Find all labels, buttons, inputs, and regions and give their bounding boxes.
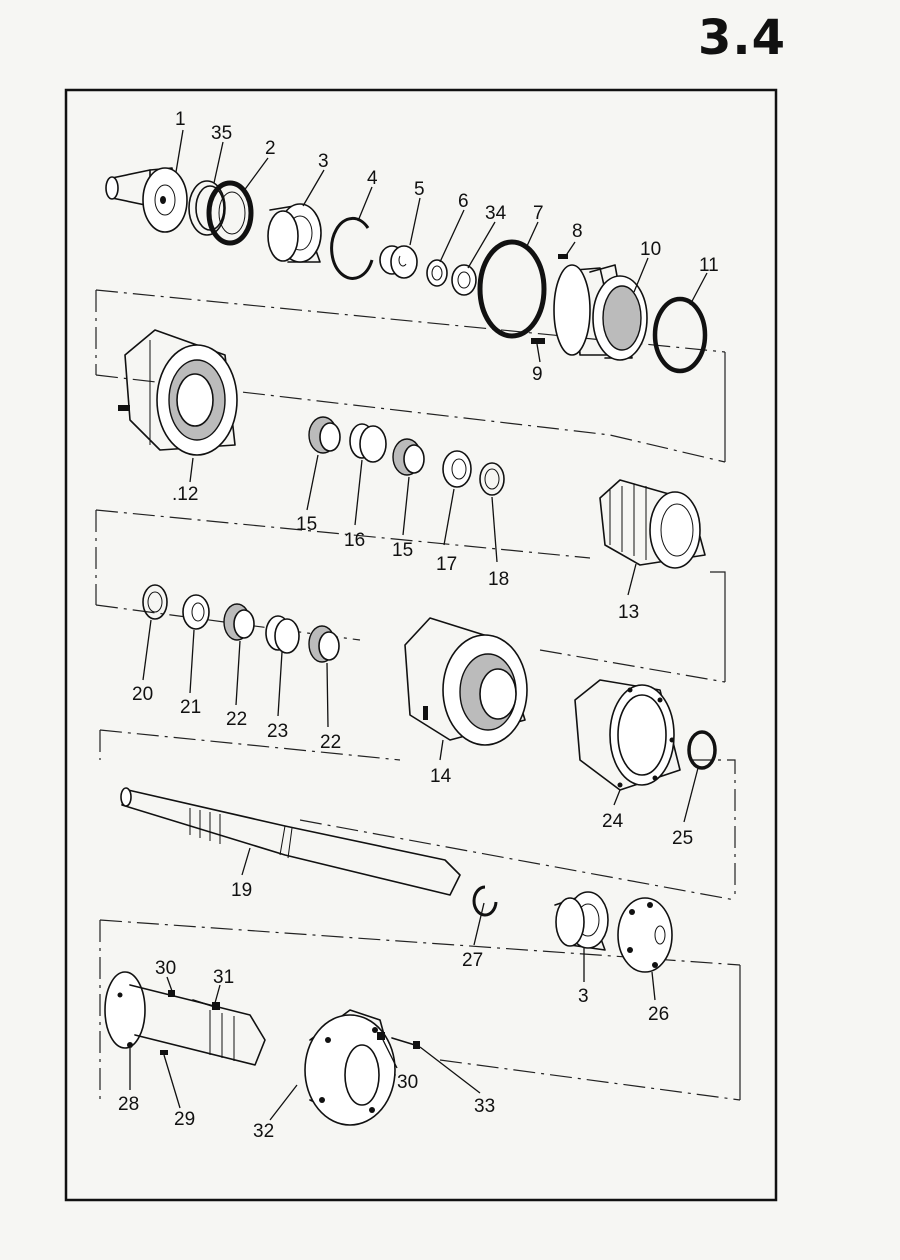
callout-33: 33 — [474, 1096, 495, 1117]
part-15-needle-bearing-b — [392, 438, 425, 476]
part-29-pin — [160, 1050, 168, 1055]
callout-1: 1 — [175, 109, 186, 130]
callout-34: 34 — [485, 203, 507, 224]
callout-3b: 3 — [578, 986, 589, 1007]
callout-25: 25 — [672, 828, 693, 849]
part-13-splined-hub — [599, 479, 706, 569]
part-30-nut-a — [168, 990, 175, 997]
callout-35: 35 — [211, 123, 232, 144]
part-16-sleeve — [349, 423, 387, 463]
part-32-flange — [304, 1009, 396, 1126]
callout-12: .12 — [172, 484, 198, 505]
callout-23: 23 — [267, 721, 288, 742]
callout-32: 32 — [253, 1121, 274, 1142]
callout-15a: 15 — [296, 514, 317, 535]
leader-lines — [129, 129, 708, 1121]
part-31-bolt — [192, 999, 220, 1010]
part-12-clutch-drum — [118, 329, 238, 456]
callout-22a: 22 — [226, 709, 247, 730]
callout-4: 4 — [367, 168, 378, 189]
part-14-clutch-drum — [404, 617, 528, 746]
callout-26: 26 — [648, 1004, 669, 1025]
part-3-bearing-b — [554, 891, 609, 951]
part-22-needle-bearing-b — [308, 625, 340, 663]
part-20-washer — [142, 584, 168, 620]
callout-8: 8 — [572, 221, 583, 242]
callout-30a: 30 — [155, 958, 176, 979]
part-8-screw — [558, 254, 568, 259]
part-21-bushing — [182, 594, 210, 630]
callout-17: 17 — [436, 554, 457, 575]
part-17-bushing — [442, 450, 472, 488]
callout-29: 29 — [174, 1109, 195, 1130]
callout-3: 3 — [318, 151, 329, 172]
part-5-collar — [379, 245, 418, 279]
callout-19: 19 — [231, 880, 252, 901]
callout-22b: 22 — [320, 732, 341, 753]
part-9-screw — [531, 338, 545, 344]
callout-2: 2 — [265, 138, 276, 159]
callout-15b: 15 — [392, 540, 413, 561]
callout-16: 16 — [344, 530, 365, 551]
part-24-housing — [574, 679, 681, 791]
callout-30b: 30 — [397, 1072, 418, 1093]
part-2-seal — [206, 180, 254, 246]
part-34-bushing — [451, 264, 477, 296]
callout-28: 28 — [118, 1094, 139, 1115]
part-28-output-shaft — [104, 971, 266, 1066]
page-number: 3.4 — [698, 10, 787, 66]
callout-13: 13 — [618, 602, 639, 623]
part-15-needle-bearing-a — [308, 416, 341, 454]
part-7-gasket-ring — [477, 239, 547, 339]
callout-18: 18 — [488, 569, 509, 590]
part-33-bolt — [391, 1037, 420, 1049]
part-27-circlip — [472, 885, 498, 917]
part-10-housing — [553, 264, 648, 361]
part-3-bearing — [267, 203, 322, 263]
callout-27: 27 — [462, 950, 483, 971]
part-19-mainshaft — [120, 787, 461, 896]
part-25-seal-ring — [687, 730, 717, 770]
callout-11: 11 — [699, 255, 719, 276]
callout-7: 7 — [533, 203, 544, 224]
callout-20: 20 — [132, 684, 153, 705]
callout-14: 14 — [430, 766, 452, 787]
part-4-snap-ring — [330, 216, 374, 280]
callout-31: 31 — [213, 967, 234, 988]
callout-21: 21 — [180, 697, 201, 718]
diagram-frame — [64, 88, 778, 1202]
callout-9: 9 — [532, 364, 543, 385]
part-18-washer — [479, 462, 505, 496]
part-23-sleeve — [265, 615, 300, 654]
callout-labels: 1 35 2 3 4 5 6 34 7 8 10 11 9 .12 15 16 … — [118, 109, 719, 1142]
part-22-needle-bearing-a — [223, 603, 255, 641]
part-6-bushing — [426, 259, 448, 287]
callout-6: 6 — [458, 191, 469, 212]
callout-5: 5 — [414, 179, 425, 200]
part-1-flange-shaft — [105, 167, 188, 233]
callout-10: 10 — [640, 239, 661, 260]
callout-24: 24 — [602, 811, 624, 832]
part-11-ring — [652, 296, 708, 374]
part-30-nut-b — [377, 1032, 385, 1040]
part-26-flange-plate — [617, 897, 673, 973]
